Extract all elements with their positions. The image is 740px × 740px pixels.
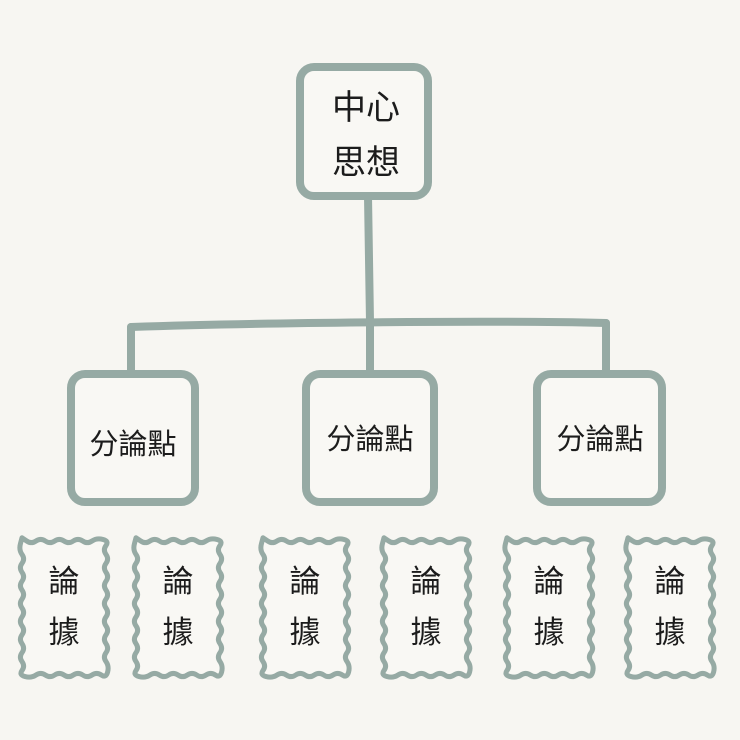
evidence-node-border xyxy=(258,535,352,680)
horizontal-bus-line xyxy=(127,317,610,331)
root-trunk-line xyxy=(364,192,374,326)
evidence-node: 論 據 xyxy=(623,535,717,680)
branch-node-box xyxy=(67,370,199,506)
evidence-node: 論 據 xyxy=(258,535,352,680)
evidence-node-label-line-2: 據 xyxy=(49,615,80,651)
evidence-node-label-line-1: 論 xyxy=(49,564,80,600)
evidence-node: 論 據 xyxy=(131,535,225,680)
branch-node-label: 分論點 xyxy=(556,422,643,456)
branch-node: 分論點 xyxy=(533,370,666,506)
evidence-node-label-line-2: 據 xyxy=(290,615,321,651)
root-node: 中心 思想 xyxy=(296,63,432,200)
connector-lines xyxy=(127,192,610,378)
evidence-node-label-line-2: 據 xyxy=(655,615,686,651)
evidence-node-border xyxy=(131,535,225,680)
evidence-node-label-line-2: 據 xyxy=(411,615,442,651)
root-node-label-line-2: 思想 xyxy=(332,143,400,183)
evidence-node-label-line-1: 論 xyxy=(290,564,321,600)
evidence-node-border xyxy=(502,535,596,680)
branch-node-box xyxy=(533,370,666,506)
branch-node-label: 分論點 xyxy=(326,422,413,456)
branch-node: 分論點 xyxy=(302,370,438,506)
branch-node: 分論點 xyxy=(67,370,199,506)
branch-node-box xyxy=(302,370,438,506)
evidence-node-label-line-2: 據 xyxy=(163,615,194,651)
evidence-node-label-line-1: 論 xyxy=(534,564,565,600)
evidence-node: 論 據 xyxy=(379,535,473,680)
evidence-node-border xyxy=(379,535,473,680)
root-node-label-line-1: 中心 xyxy=(332,88,400,128)
evidence-node-label-line-1: 論 xyxy=(655,564,686,600)
evidence-node: 論 據 xyxy=(17,535,111,680)
evidence-node-label-line-2: 據 xyxy=(534,615,565,651)
branch-node-label: 分論點 xyxy=(89,427,176,461)
evidence-node-border xyxy=(623,535,717,680)
evidence-node-border xyxy=(17,535,111,680)
evidence-node-label-line-1: 論 xyxy=(163,564,194,600)
root-node-box xyxy=(296,63,432,200)
evidence-node: 論 據 xyxy=(502,535,596,680)
evidence-node-label-line-1: 論 xyxy=(411,564,442,600)
